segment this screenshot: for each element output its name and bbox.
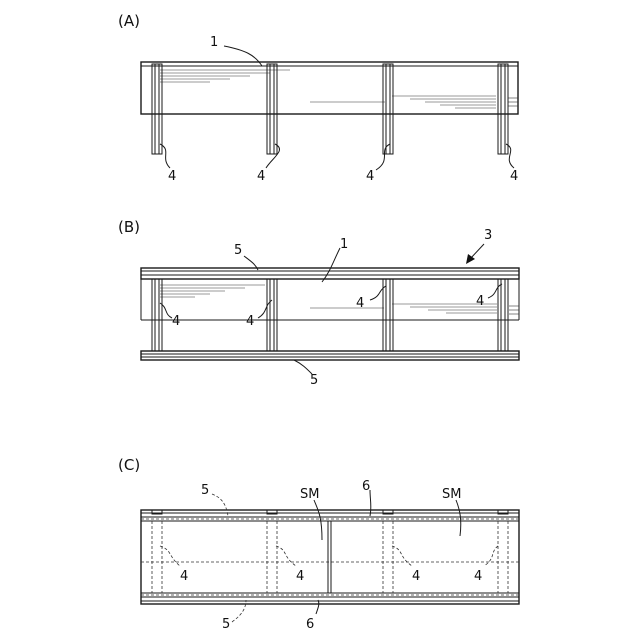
panel-a-post-4	[498, 64, 508, 154]
panel-c-leader-post-1	[160, 546, 180, 566]
panel-c-leader-5-bottom	[232, 600, 246, 622]
panel-a-leader-post-4	[506, 144, 514, 168]
panel-c-label-post-3: 4	[412, 569, 420, 584]
panel-c-label-post-2: 4	[296, 569, 304, 584]
panel-c-label-sm-right: SM	[442, 487, 461, 502]
panel-a-beam	[141, 62, 518, 114]
panel-a-post-1	[152, 64, 162, 154]
panel-c-leader-6-bottom	[316, 600, 319, 614]
panel-c-label-sm-left: SM	[300, 487, 319, 502]
panel-c-leader-post-4	[484, 546, 498, 566]
panel-c-leader-sm-left	[314, 500, 322, 540]
panel-c-hidden-post-3	[383, 521, 393, 593]
panel-a-label-post-1: 4	[168, 169, 176, 184]
panel-c-label-5-top: 5	[201, 483, 209, 498]
panel-c-leader-post-2	[276, 546, 296, 566]
panel-b-beam	[141, 279, 519, 320]
panel-a-label-post-4: 4	[510, 169, 518, 184]
panel-c-leader-post-3	[392, 546, 412, 566]
panel-b-label-5-top: 5	[234, 243, 242, 258]
panel-c-hidden-post-4	[498, 521, 508, 593]
panel-a-leader-1	[224, 46, 262, 66]
panel-c-bottom-rail	[141, 593, 519, 601]
panel-b-leader-post-4	[488, 284, 502, 298]
panel-c-leader-sm-right	[456, 500, 461, 536]
panel-c: (C)	[118, 456, 519, 632]
panel-b-label-post-4: 4	[476, 294, 484, 309]
panel-b-label-post-2: 4	[246, 314, 254, 329]
panel-b-post-1	[152, 279, 162, 351]
panel-c-label-6-top: 6	[362, 479, 370, 494]
panel-a-label-1: 1	[210, 35, 218, 50]
panel-c-frame	[141, 510, 519, 604]
panel-b-label-3: 3	[484, 228, 492, 243]
panel-b-leader-post-3	[370, 286, 386, 300]
panel-b-label-1: 1	[340, 237, 348, 252]
panel-c-label-5-bottom: 5	[222, 617, 230, 632]
panel-c-hidden-post-2	[267, 521, 277, 593]
panel-c-hidden-post-1	[152, 521, 162, 593]
panel-b-post-4	[498, 279, 508, 351]
panel-b-post-3	[383, 279, 393, 351]
panel-a-caption: (A)	[118, 12, 140, 30]
panel-b-caption: (B)	[118, 218, 140, 236]
panel-c-label-post-1: 4	[180, 569, 188, 584]
panel-b-label-post-3: 4	[356, 296, 364, 311]
panel-b-bottom-rail	[141, 351, 519, 360]
panel-c-top-rail	[141, 513, 519, 521]
panel-b-assembly-arrow	[466, 244, 484, 264]
panel-a: (A)	[118, 12, 518, 184]
panel-c-label-post-4: 4	[474, 569, 482, 584]
panel-b: (B)	[118, 218, 519, 388]
panel-b-leader-5-bottom	[294, 360, 312, 374]
panel-b-leader-1	[322, 248, 340, 282]
panel-c-center-divider	[328, 521, 331, 593]
panel-b-post-2	[267, 279, 277, 351]
panel-a-post-3	[383, 64, 393, 154]
panel-b-label-5-bottom: 5	[310, 373, 318, 388]
panel-b-label-post-1: 4	[172, 314, 180, 329]
panel-c-caption: (C)	[118, 456, 140, 474]
panel-a-post-2	[267, 64, 277, 154]
panel-a-label-post-2: 4	[257, 169, 265, 184]
panel-c-label-6-bottom: 6	[306, 617, 314, 632]
panel-a-label-post-3: 4	[366, 169, 374, 184]
